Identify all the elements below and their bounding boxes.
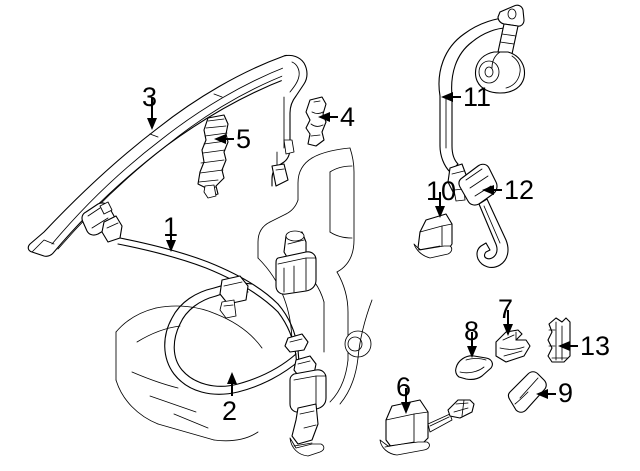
part-anchor-bolt-cover <box>455 355 493 380</box>
upper-belt-rail <box>271 54 308 187</box>
part-anchor-plate-cover <box>413 213 453 259</box>
callout-label-5: 5 <box>236 124 252 154</box>
callout-label-11: 11 <box>463 82 492 112</box>
center-anchor-post <box>275 230 317 295</box>
part-seat-belt-buckle <box>458 163 509 268</box>
part-buckle-switch-module <box>379 399 475 456</box>
lower-anchor-stack <box>289 355 327 457</box>
callout-label-2: 2 <box>222 396 238 426</box>
callout-label-6: 6 <box>396 372 412 402</box>
callout-label-10: 10 <box>426 176 457 206</box>
callout-label-13: 13 <box>580 331 611 361</box>
part-upper-anchor-cover <box>305 96 327 147</box>
callout-label-8: 8 <box>464 316 480 346</box>
part-pillar-trim-bracket <box>547 317 571 363</box>
callout-leaders <box>147 92 578 414</box>
callout-label-4: 4 <box>340 102 356 132</box>
part-roof-side-rail-trim <box>27 54 294 257</box>
part-front-seat-belt-webbing <box>81 201 300 399</box>
part-height-adjuster-bracket <box>197 114 229 199</box>
part-belt-guide-clip <box>495 329 531 363</box>
callout-label-3: 3 <box>142 82 158 112</box>
part-lower-belt-loop <box>164 275 309 395</box>
callout-label-1: 1 <box>163 212 179 242</box>
callout-label-9: 9 <box>558 378 574 408</box>
part-trim-cap <box>507 371 547 413</box>
callout-label-12: 12 <box>504 175 535 205</box>
callout-label-7: 7 <box>498 294 514 324</box>
